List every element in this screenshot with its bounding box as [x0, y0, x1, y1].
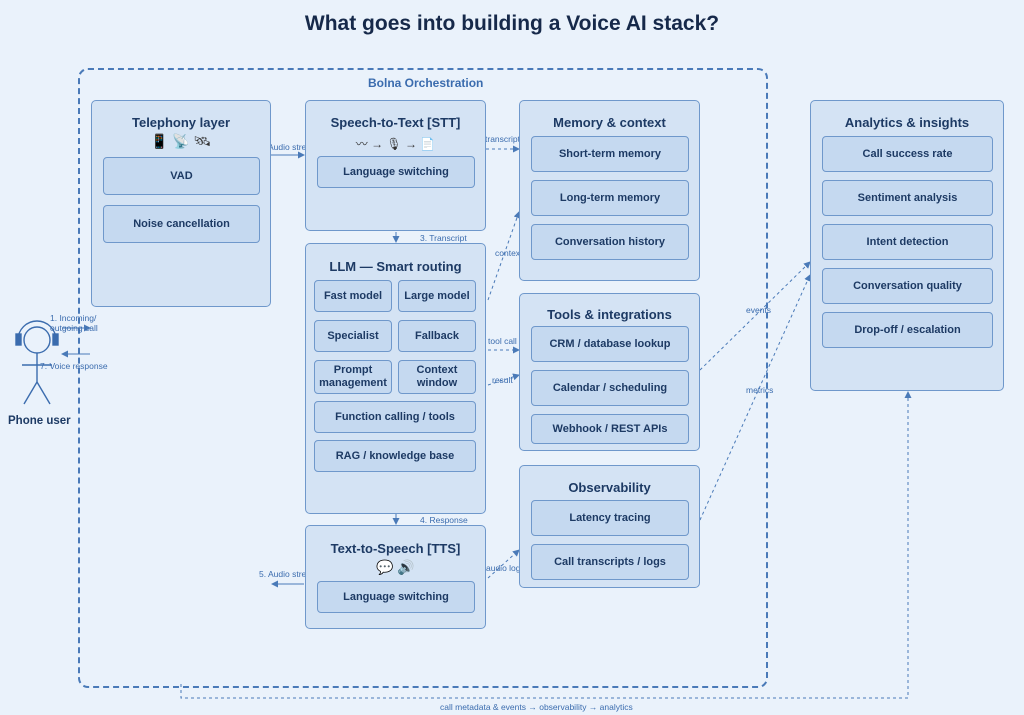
chip-noise-cancellation: Noise cancellation — [103, 205, 260, 243]
label-audio-log: audio log — [486, 563, 521, 573]
chip-drop-off-escalation: Drop-off / escalation — [822, 312, 993, 348]
tts-icons: 💬 🔊 — [376, 559, 415, 575]
chip-tts-language-switching: Language switching — [317, 581, 475, 613]
label-result: result — [492, 375, 513, 385]
label-audio-stream-out: 5. Audio stream — [259, 569, 319, 579]
label-events: events — [746, 305, 772, 315]
label-audio-stream-in: 2. Audio stream — [259, 142, 319, 152]
tts-panel: Text-to-Speech [TTS] 💬 🔊 Language switch… — [305, 525, 486, 629]
memory-title: Memory & context — [553, 115, 666, 130]
chip-conversation-history: Conversation history — [531, 224, 689, 260]
label-metrics: metrics — [746, 385, 774, 395]
analytics-panel: Analytics & insights Call success rate S… — [810, 100, 1004, 391]
label-voice-response: 7. Voice response — [40, 361, 108, 371]
telephony-icons: 📱 📡 🛰 — [150, 133, 212, 149]
label-transcript: 3. Transcript — [420, 233, 467, 243]
label-context: context — [495, 248, 523, 258]
chip-long-term-memory: Long-term memory — [531, 180, 689, 216]
chip-call-success-rate: Call success rate — [822, 136, 993, 172]
arrow-audio-log — [487, 549, 520, 579]
memory-panel: Memory & context Short-term memory Long-… — [519, 100, 700, 281]
chip-webhook-rest: Webhook / REST APIs — [531, 414, 689, 444]
phone-user-label: Phone user — [8, 415, 71, 427]
llm-panel: LLM — Smart routing Fast model Large mod… — [305, 243, 486, 514]
chip-fallback: Fallback — [398, 320, 476, 352]
stt-icons: 〰 → 🎙 → 📄 — [355, 137, 436, 151]
chip-large-model: Large model — [398, 280, 476, 312]
chip-specialist: Specialist — [314, 320, 392, 352]
observability-panel: Observability Latency tracing Call trans… — [519, 465, 700, 588]
page-title: What goes into building a Voice AI stack… — [304, 12, 720, 35]
observability-title: Observability — [568, 480, 651, 495]
chip-short-term-memory: Short-term memory — [531, 136, 689, 172]
label-incoming: 1. Incoming/ outgoing call — [50, 313, 98, 333]
chip-crm-lookup: CRM / database lookup — [531, 326, 689, 362]
orchestration-label: Bolna Orchestration — [368, 76, 484, 90]
tools-title: Tools & integrations — [547, 307, 672, 322]
chip-rag: RAG / knowledge base — [314, 440, 476, 472]
stt-panel: Speech-to-Text [STT] 〰 → 🎙 → 📄 Language … — [305, 100, 486, 231]
chip-calendar-scheduling: Calendar / scheduling — [531, 370, 689, 406]
label-bottom-loop: call metadata & events → observability →… — [440, 702, 633, 712]
chip-latency-tracing: Latency tracing — [531, 500, 689, 536]
orchestration-boundary — [78, 68, 768, 688]
arrow-metrics — [699, 274, 811, 521]
chip-fast-model: Fast model — [314, 280, 392, 312]
stt-title: Speech-to-Text [STT] — [330, 115, 461, 130]
chip-sentiment-analysis: Sentiment analysis — [822, 180, 993, 216]
label-tool-call: tool call — [488, 336, 517, 346]
arrow-events — [699, 261, 811, 371]
label-transcript-memory: transcript — [485, 134, 520, 144]
analytics-title: Analytics & insights — [844, 115, 970, 130]
chip-function-calling: Function calling / tools — [314, 401, 476, 433]
arrow-bottom-loop — [180, 391, 912, 699]
chip-vad: VAD — [103, 157, 260, 195]
chip-context-window: Context window — [398, 360, 476, 394]
label-response: 4. Response — [420, 515, 468, 525]
chip-conversation-quality: Conversation quality — [822, 268, 993, 304]
phone-user-figure — [15, 320, 59, 405]
chip-intent-detection: Intent detection — [822, 224, 993, 260]
telephony-title: Telephony layer — [131, 115, 230, 130]
chip-prompt-management: Prompt management — [314, 360, 392, 394]
telephony-panel: Telephony layer 📱 📡 🛰 VAD Noise cancella… — [91, 100, 271, 307]
chip-call-transcripts-logs: Call transcripts / logs — [531, 544, 689, 580]
tools-panel: Tools & integrations CRM / database look… — [519, 293, 700, 451]
llm-title: LLM — Smart routing — [329, 259, 462, 274]
chip-stt-language-switching: Language switching — [317, 156, 475, 188]
tts-title: Text-to-Speech [TTS] — [330, 541, 461, 556]
